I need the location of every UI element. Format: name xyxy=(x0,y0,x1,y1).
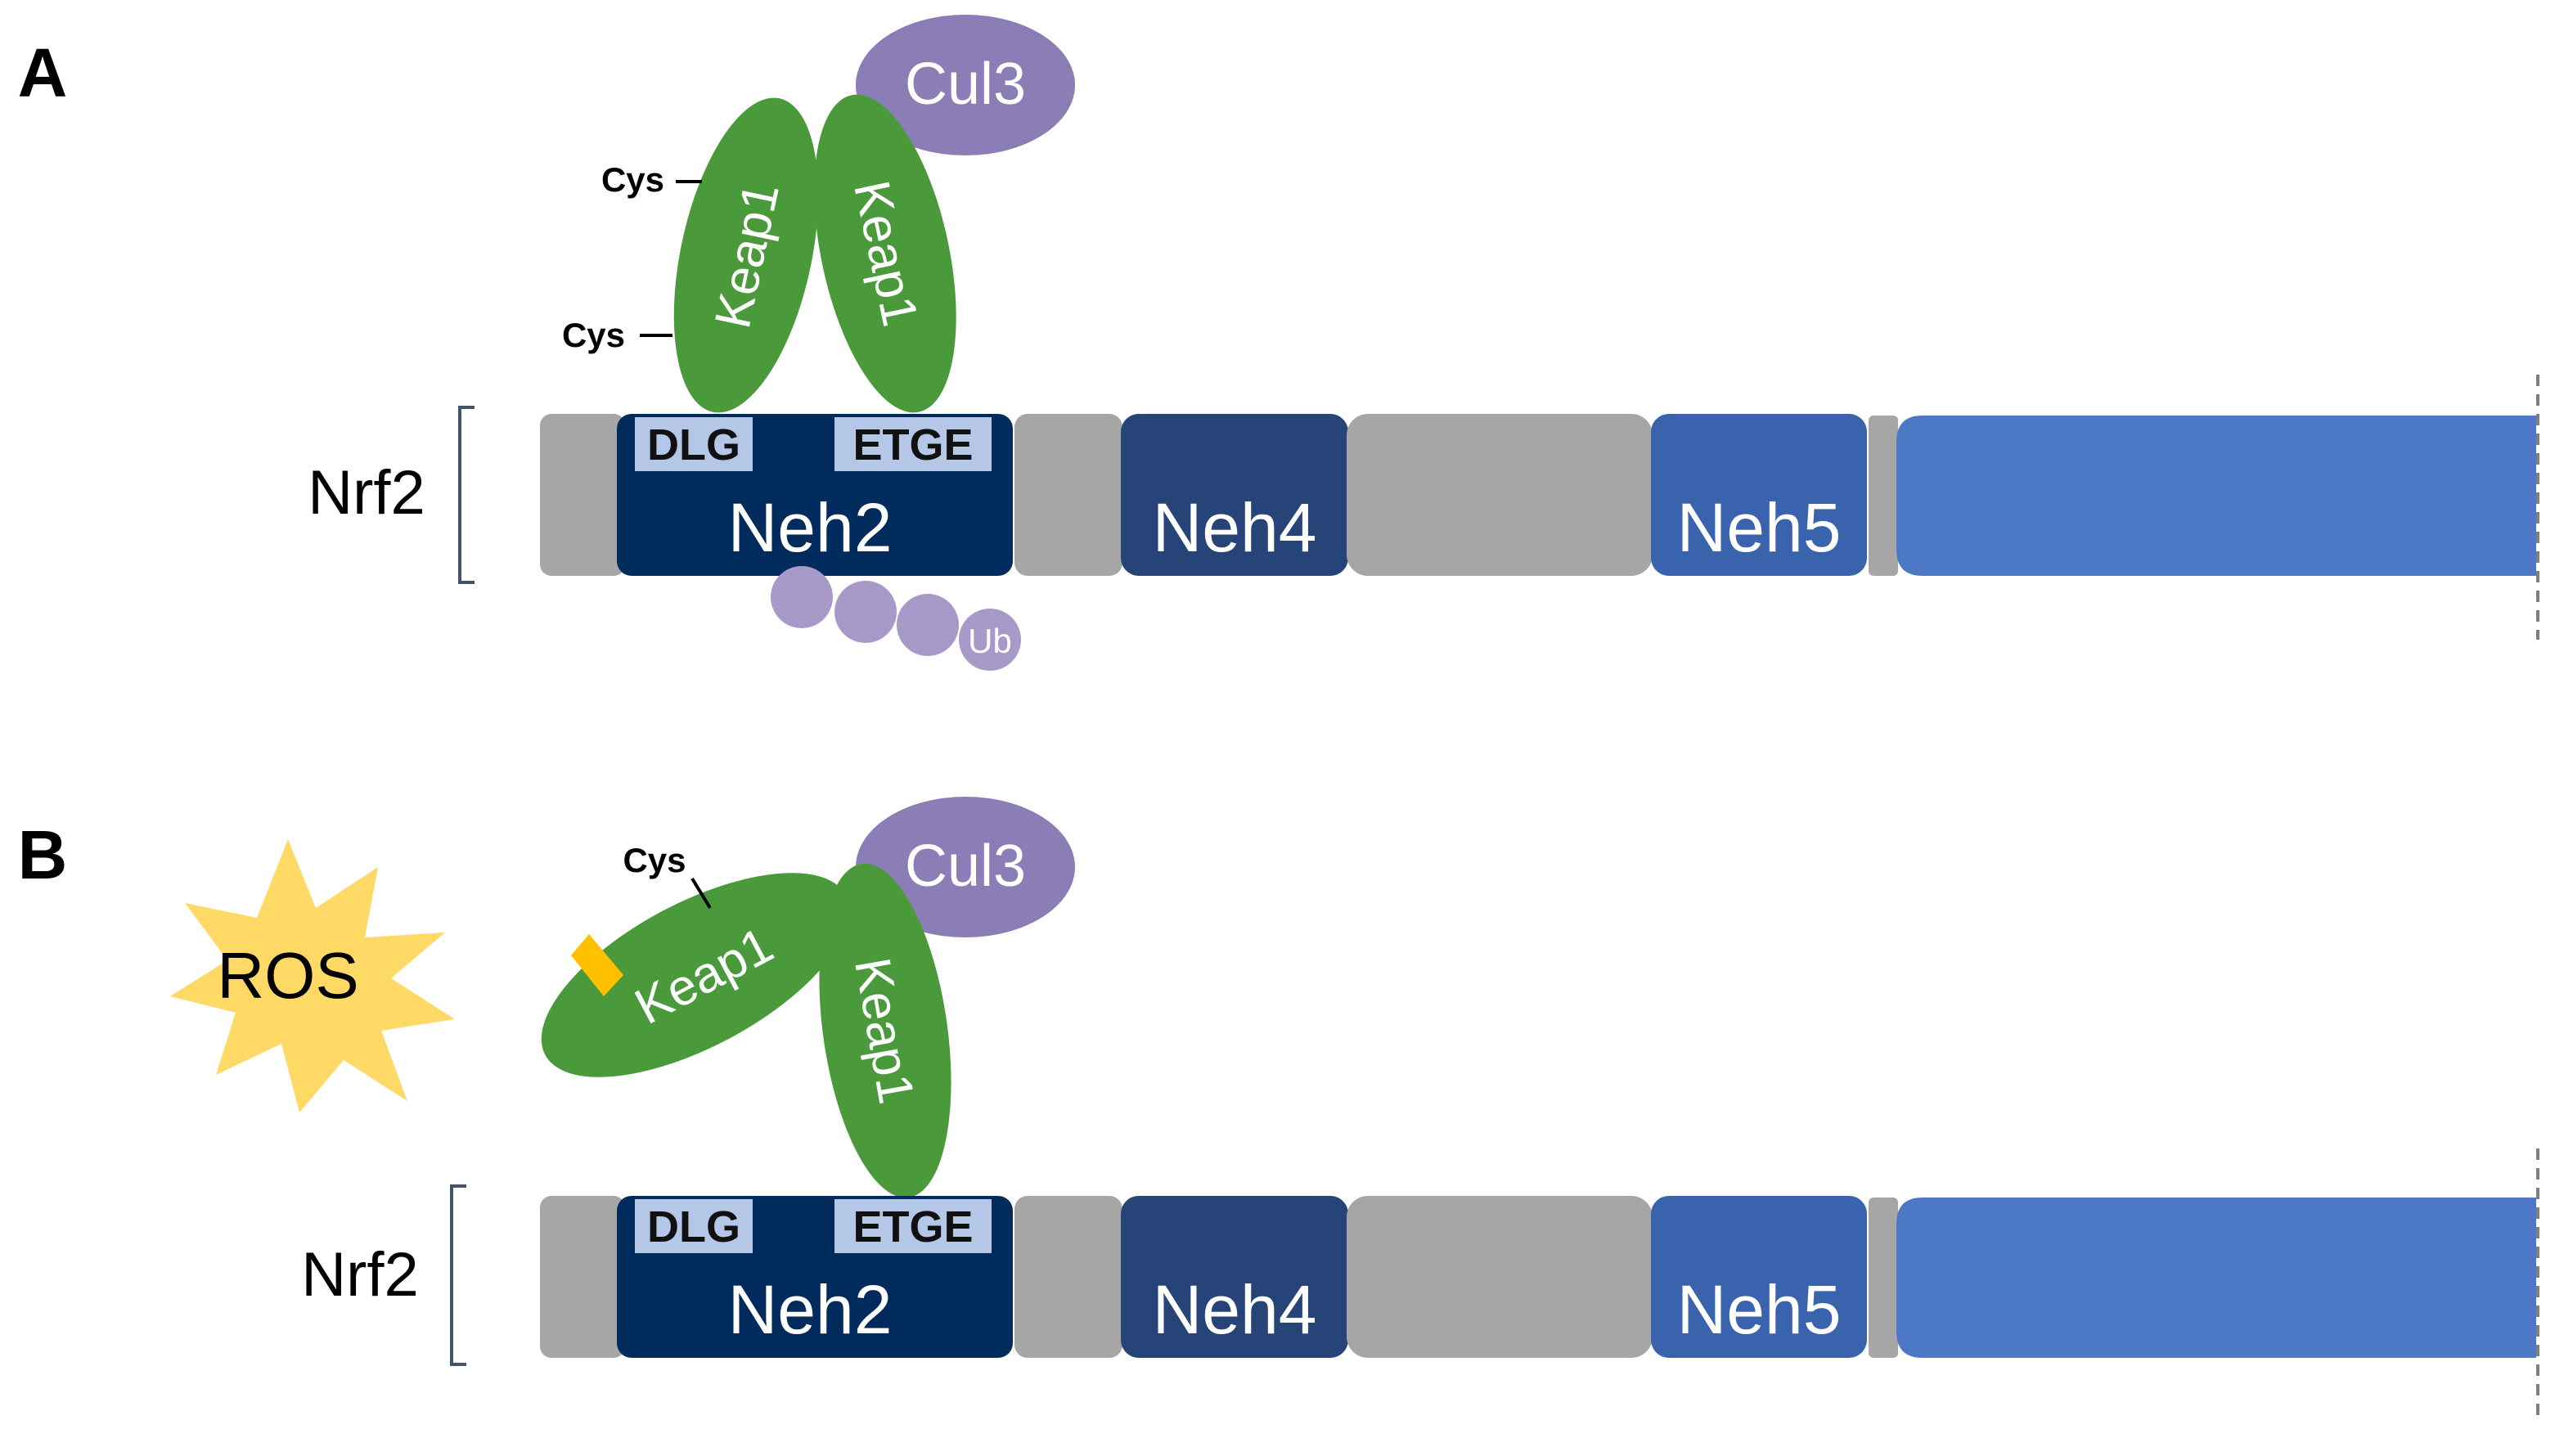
cul3-ellipse xyxy=(856,797,1075,937)
cys-label-2: Cys xyxy=(562,316,625,354)
cys-label-1: Cys xyxy=(601,160,664,199)
neh4-label: Neh4 xyxy=(1153,1271,1317,1348)
oxidation-marker xyxy=(571,934,623,996)
ub-bead-1 xyxy=(771,566,833,628)
cys-label-1: Cys xyxy=(623,841,686,879)
gray-linker-3 xyxy=(1869,416,1898,576)
ros-burst xyxy=(170,839,455,1112)
gray-linker-2 xyxy=(1347,414,1653,576)
nrf2-bracket xyxy=(458,406,475,584)
cul3-label: Cul3 xyxy=(905,834,1026,899)
neh5-label: Neh5 xyxy=(1677,489,1842,566)
cul3-label: Cul3 xyxy=(905,52,1026,117)
dlg-motif-box xyxy=(635,417,753,471)
ub-bead-3 xyxy=(897,594,959,656)
gray-linker-1 xyxy=(1014,1196,1122,1358)
neh2-label: Neh2 xyxy=(728,1271,893,1348)
neh5-domain xyxy=(1651,1196,1867,1358)
c-terminal-tail xyxy=(1896,1198,2536,1358)
gray-linker-3 xyxy=(1869,1198,1898,1358)
panel-a-label: A xyxy=(18,34,68,111)
ros-label: ROS xyxy=(217,939,358,1012)
keap1-right-ellipse xyxy=(819,863,951,1198)
cys-leader-1 xyxy=(690,877,712,910)
ub-label: Ub xyxy=(968,622,1012,660)
etge-motif-box xyxy=(834,417,992,471)
panel-a: A Cul3 Keap1 Keap1 Cys Cys Nrf2 DLG ETGE… xyxy=(18,15,2539,671)
n-terminal-gray xyxy=(540,1196,625,1358)
nrf2-label: Nrf2 xyxy=(308,458,425,528)
panel-b: B ROS Cul3 Keap1 Keap1 Cys Nrf2 DLG ETGE… xyxy=(18,797,2539,1423)
c-terminal-tail xyxy=(1896,416,2536,576)
neh4-label: Neh4 xyxy=(1153,489,1317,566)
ub-bead-2 xyxy=(834,581,897,643)
dlg-motif-box xyxy=(635,1199,753,1253)
keap1-right-ellipse xyxy=(814,94,956,413)
gray-linker-1 xyxy=(1014,414,1122,576)
ub-bead-4 xyxy=(959,609,1021,671)
neh5-domain xyxy=(1651,414,1867,576)
etge-motif-box xyxy=(834,1199,992,1253)
neh2-label: Neh2 xyxy=(728,489,893,566)
cul3-ellipse xyxy=(856,15,1075,155)
nrf2-label: Nrf2 xyxy=(301,1240,419,1310)
neh4-domain xyxy=(1121,414,1348,576)
gray-linker-2 xyxy=(1347,1196,1653,1358)
keap1-left-ellipse xyxy=(673,97,819,413)
dlg-motif: DLG xyxy=(647,420,740,470)
nrf2-bracket xyxy=(450,1184,466,1366)
etge-motif: ETGE xyxy=(852,1202,973,1252)
neh4-domain xyxy=(1121,1196,1348,1358)
keap1-left-ellipse xyxy=(541,873,850,1077)
neh5-label: Neh5 xyxy=(1677,1271,1842,1348)
n-terminal-gray xyxy=(540,414,625,576)
dlg-motif: DLG xyxy=(647,1202,740,1252)
panel-b-label: B xyxy=(18,816,68,893)
etge-motif: ETGE xyxy=(852,420,973,470)
